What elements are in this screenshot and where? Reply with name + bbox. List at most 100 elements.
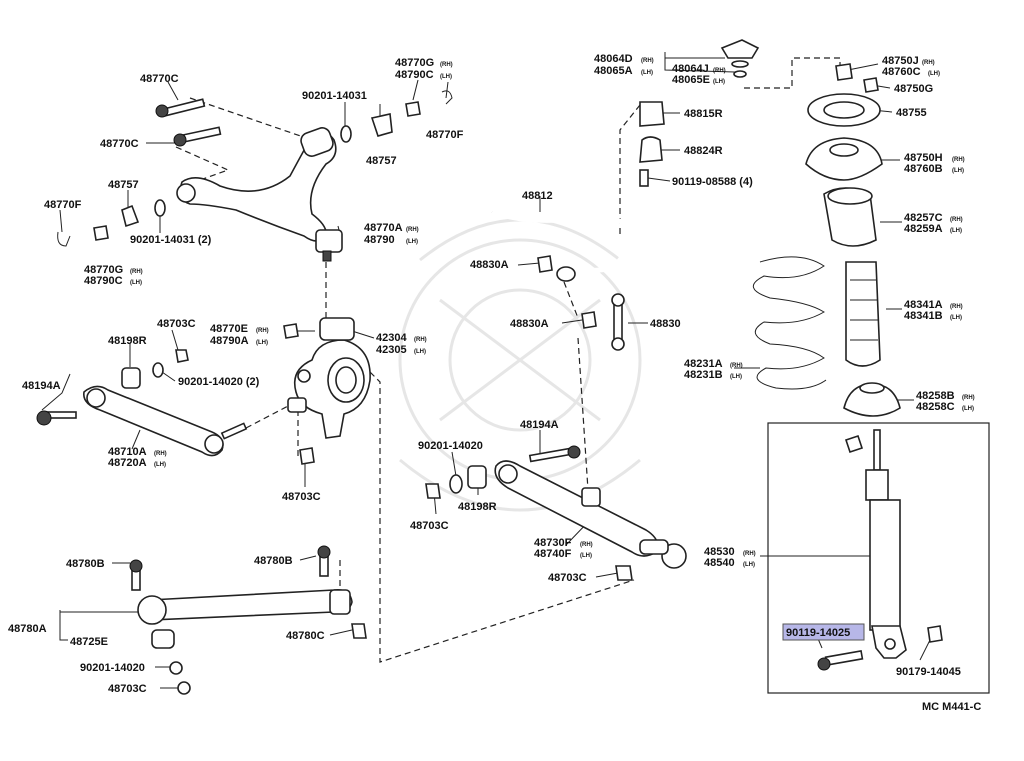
label-48194a-a[interactable]: 48194A (22, 380, 61, 392)
nut-90179-14045 (927, 625, 943, 643)
label-48760c[interactable]: 48760C (882, 66, 921, 78)
label-48710a[interactable]: 48710A (108, 446, 147, 458)
label-48830a-a[interactable]: 48830A (470, 259, 509, 271)
bolt-48770c-upper (155, 98, 206, 118)
label-48194a-b[interactable]: 48194A (520, 419, 559, 431)
label-side-lh-11: (LH) (950, 228, 962, 234)
label-48770g-b[interactable]: 48770G (84, 264, 123, 276)
nut-48703c-a (175, 349, 189, 363)
label-48770a[interactable]: 48770A (364, 222, 403, 234)
label-48730f[interactable]: 48730F (534, 537, 572, 549)
label-48830a-b[interactable]: 48830A (510, 318, 549, 330)
label-side-lh-10: (LH) (952, 168, 964, 174)
label-48770e[interactable]: 48770E (210, 323, 248, 335)
label-side-lh-5: (LH) (414, 349, 426, 355)
assembly-dashed-lines (175, 57, 841, 663)
label-48703c-b[interactable]: 48703C (282, 491, 321, 503)
label-48725e[interactable]: 48725E (70, 636, 108, 648)
label-90119-14025[interactable]: 90119-14025 (786, 627, 850, 639)
label-48540[interactable]: 48540 (704, 557, 735, 569)
parts-drawings (36, 39, 990, 695)
label-90201-14031-b[interactable]: 90201-14031 (2) (130, 234, 212, 246)
nut-48770e (283, 323, 299, 339)
label-48760b[interactable]: 48760B (904, 163, 943, 175)
label-48790c-b[interactable]: 48790C (84, 275, 123, 287)
label-48770f-a[interactable]: 48770F (426, 129, 464, 141)
label-48770c-a[interactable]: 48770C (140, 73, 179, 85)
label-90201-14031-a[interactable]: 90201-14031 (302, 90, 367, 102)
label-48780b-b[interactable]: 48780B (254, 555, 293, 567)
label-48720a[interactable]: 48720A (108, 457, 147, 469)
label-48780c[interactable]: 48780C (286, 630, 325, 642)
label-90179-14045[interactable]: 90179-14045 (896, 666, 961, 678)
label-48341a[interactable]: 48341A (904, 299, 943, 311)
nut-48703c-b (299, 447, 315, 465)
label-90119-08588[interactable]: 90119-08588 (4) (672, 176, 753, 188)
label-48065e[interactable]: 48065E (672, 74, 710, 86)
label-48790a[interactable]: 48790A (210, 335, 249, 347)
diagram-code: MC M441-C (922, 701, 981, 713)
label-48757-a[interactable]: 48757 (366, 155, 397, 167)
label-48259a[interactable]: 48259A (904, 223, 943, 235)
label-48824r[interactable]: 48824R (684, 145, 723, 157)
label-side-rh-12: (RH) (950, 304, 963, 310)
clip-48770f-a (441, 90, 453, 105)
label-48198r-b[interactable]: 48198R (458, 501, 497, 513)
bolt-48770c-lower (173, 126, 222, 147)
label-48065a[interactable]: 48065A (594, 65, 633, 77)
label-42304[interactable]: 42304 (376, 332, 407, 344)
label-48780b-a[interactable]: 48780B (66, 558, 105, 570)
label-48790[interactable]: 48790 (364, 234, 395, 246)
label-48258b[interactable]: 48258B (916, 390, 955, 402)
label-48703c-a[interactable]: 48703C (157, 318, 196, 330)
label-48770c-b[interactable]: 48770C (100, 138, 139, 150)
label-48740f[interactable]: 48740F (534, 548, 572, 560)
label-48703c-d[interactable]: 48703C (548, 572, 587, 584)
label-48812[interactable]: 48812 (522, 190, 553, 202)
label-48755[interactable]: 48755 (896, 107, 927, 119)
label-48830[interactable]: 48830 (650, 318, 681, 330)
label-48750g[interactable]: 48750G (894, 83, 933, 95)
label-side-lh-14: (LH) (962, 406, 974, 412)
bolt-48194a-b (528, 445, 581, 463)
label-90201-14020-a[interactable]: 90201-14020 (2) (178, 376, 260, 388)
shock-absorber-48530 (865, 429, 907, 659)
label-48258c[interactable]: 48258C (916, 401, 955, 413)
part-labels: 48770C 48770C 90201-14031 48770G (RH) 48… (8, 53, 981, 713)
label-90201-14020-c[interactable]: 90201-14020 (80, 662, 145, 674)
label-48750j[interactable]: 48750J (882, 55, 919, 67)
nut-48770g (405, 101, 421, 117)
label-48770f-b[interactable]: 48770F (44, 199, 82, 211)
label-48064d[interactable]: 48064D (594, 53, 633, 65)
nut-48830a-b (581, 311, 597, 329)
label-48530[interactable]: 48530 (704, 546, 735, 558)
label-side-rh-3: (RH) (130, 269, 143, 275)
label-48780a[interactable]: 48780A (8, 623, 47, 635)
label-48770g[interactable]: 48770G (395, 57, 434, 69)
label-48790c[interactable]: 48790C (395, 69, 434, 81)
nut-48703c-d (615, 565, 633, 581)
label-48231b[interactable]: 48231B (684, 369, 723, 381)
label-48750h[interactable]: 48750H (904, 152, 943, 164)
label-side-rh-9: (RH) (922, 60, 935, 66)
label-48198r-a[interactable]: 48198R (108, 335, 147, 347)
label-side-lh-4: (LH) (256, 340, 268, 346)
label-48064j[interactable]: 48064J (672, 63, 709, 75)
label-side-rh-2: (RH) (406, 227, 419, 233)
label-48815r[interactable]: 48815R (684, 108, 723, 120)
label-48703c-c[interactable]: 48703C (410, 520, 449, 532)
label-42305[interactable]: 42305 (376, 344, 407, 356)
mount-48064d (720, 39, 760, 59)
label-side-rh-13: (RH) (730, 363, 743, 369)
label-48231a[interactable]: 48231A (684, 358, 723, 370)
label-side-rh-16: (RH) (743, 551, 756, 557)
label-48341b[interactable]: 48341B (904, 310, 943, 322)
washer-90201-14020-b (449, 474, 463, 494)
label-48703c-e[interactable]: 48703C (108, 683, 147, 695)
label-48257c[interactable]: 48257C (904, 212, 943, 224)
label-side-lh-6: (LH) (154, 462, 166, 468)
label-48757-b[interactable]: 48757 (108, 179, 139, 191)
washer-90201-14020-a (152, 362, 164, 378)
label-90201-14020-b[interactable]: 90201-14020 (418, 440, 483, 452)
